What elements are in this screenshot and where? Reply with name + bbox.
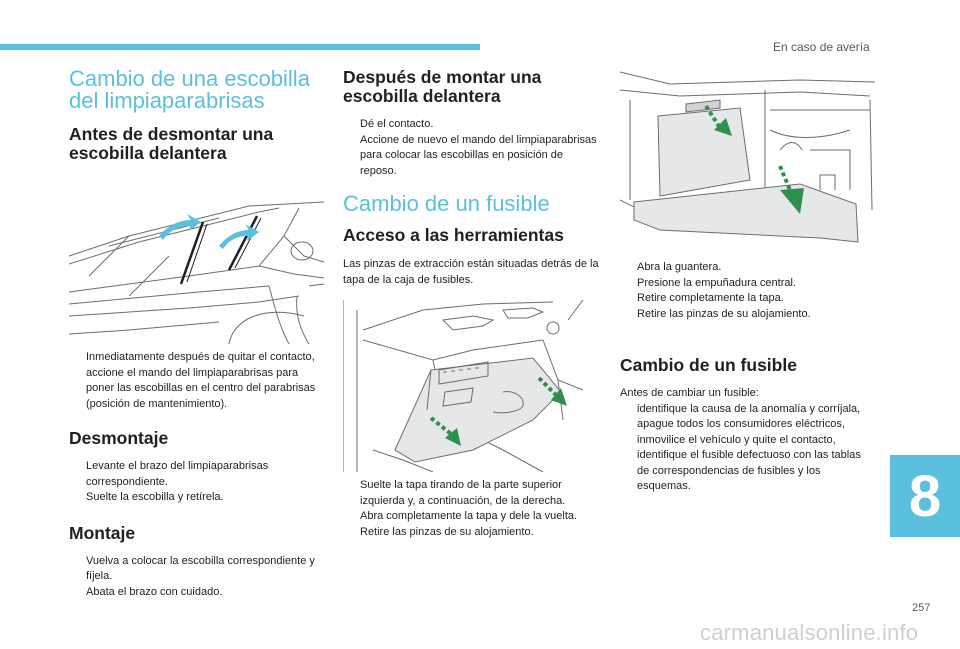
section-title: En caso de avería (773, 40, 870, 54)
fitting-heading: Montaje (69, 522, 136, 543)
fuse-change-intro: Antes de cambiar un fusible: (620, 387, 759, 399)
glovebox-illustration (620, 71, 876, 243)
windscreen-illustration (69, 201, 324, 344)
list-item: Vuelva a colocar la escobilla correspond… (86, 554, 315, 583)
tools-access-heading: Acceso a las herramientas (343, 225, 564, 245)
list-item: Retire las pinzas de su alojamiento. (637, 307, 811, 320)
list-item: Abata el brazo con cuidado. (86, 585, 223, 598)
list-item: Retire las pinzas de su alojamiento. (360, 525, 534, 538)
removal-list: Levante el brazo del limpiaparabrisas co… (69, 459, 324, 506)
tools-steps-list: Suelte la tapa tirando de la parte super… (343, 478, 601, 540)
before-removal-heading: Antes de desmontar una escobilla delante… (69, 124, 274, 163)
after-fitting-heading: Después de montar una escobilla delanter… (343, 67, 542, 106)
list-item: Accione de nuevo el mando del limpiapara… (360, 133, 597, 177)
tools-access-text: Las pinzas de extracción están situadas … (343, 258, 599, 286)
list-item: Inmediatamente después de quitar el cont… (86, 351, 316, 410)
fitting-list: Vuelva a colocar la escobilla correspond… (69, 554, 324, 601)
column-wiper: Cambio de una escobilla del limpiaparabr… (69, 68, 324, 600)
list-item: Retire completamente la tapa. (637, 292, 784, 304)
column-fuse-change: Abra la guantera. Presione la empuñadura… (620, 70, 880, 495)
fuse-section-title: Cambio de un fusible (343, 191, 550, 216)
glovebox-steps-list: Abra la guantera. Presione la empuñadura… (620, 260, 880, 322)
list-item: apague todos los consumidores eléctricos… (637, 418, 845, 430)
after-fitting-list: Dé el contacto. Accione de nuevo el mand… (343, 117, 601, 179)
list-item: identifique la causa de la anomalía y co… (637, 402, 861, 415)
page-number: 257 (912, 602, 931, 614)
column-fuse-tools: Después de montar una escobilla delanter… (343, 68, 601, 540)
list-item: Presione la empuñadura central. (637, 276, 796, 289)
list-item: Suelte la tapa tirando de la parte super… (360, 479, 566, 507)
list-item: identifique el fusible defectuoso con la… (637, 449, 861, 492)
fuse-change-list: identifique la causa de la anomalía y co… (620, 402, 875, 495)
fuse-change-heading: Cambio de un fusible (620, 355, 797, 375)
removal-heading: Desmontaje (69, 428, 169, 448)
list-item: Abra completamente la tapa y dele la vue… (360, 510, 578, 522)
list-item: Levante el brazo del limpiaparabrisas co… (86, 460, 269, 488)
chapter-tab: 8 (890, 455, 960, 537)
before-removal-list: Inmediatamente después de quitar el cont… (69, 350, 324, 412)
header-accent-bar (0, 44, 480, 50)
list-item: inmovilice el vehículo y quite el contac… (637, 433, 836, 446)
wiper-title: Cambio de una escobilla del limpiaparabr… (69, 66, 310, 113)
list-item: Suelte la escobilla y retírela. (86, 491, 224, 503)
watermark: carmanualsonline.info (700, 620, 919, 645)
list-item: Abra la guantera. (637, 261, 722, 273)
fuse-box-cover-illustration (343, 300, 584, 472)
list-item: Dé el contacto. (360, 118, 434, 130)
